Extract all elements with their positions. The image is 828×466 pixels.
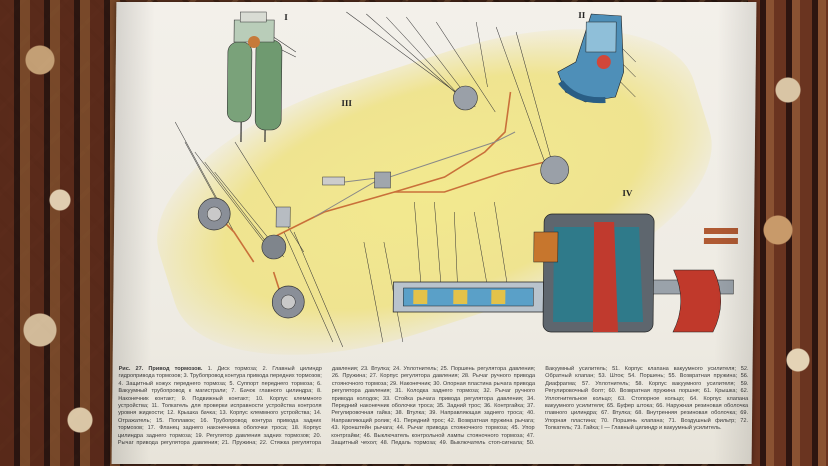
section-label-ii: II xyxy=(578,10,586,20)
reservoir-assembly xyxy=(226,11,283,142)
brake-lines xyxy=(213,91,545,303)
leader-lines xyxy=(174,11,636,348)
figure-caption: Рис. 27. Привод тормозов. 1. Диск тормоз… xyxy=(118,366,749,462)
booster-cutaway xyxy=(392,213,739,333)
section-label-iii: III xyxy=(341,98,352,108)
carpet-left-edge xyxy=(0,0,120,466)
carpet-right-edge xyxy=(748,0,828,466)
printed-page: I II III IV Рис. 27. Привод тормозов. 1.… xyxy=(111,2,757,464)
caption-title: Рис. 27. Привод тормозов. xyxy=(118,366,203,372)
caliper-detail xyxy=(557,13,624,104)
brake-system-diagram xyxy=(174,11,739,348)
section-label-iv: IV xyxy=(622,188,633,198)
yellow-highlight-area xyxy=(128,2,741,403)
caption-text: 1. Диск тормоза; 2. Главный цилиндр гидр… xyxy=(117,366,749,447)
section-label-i: I xyxy=(284,12,288,22)
components xyxy=(197,85,569,319)
cables xyxy=(313,131,516,218)
